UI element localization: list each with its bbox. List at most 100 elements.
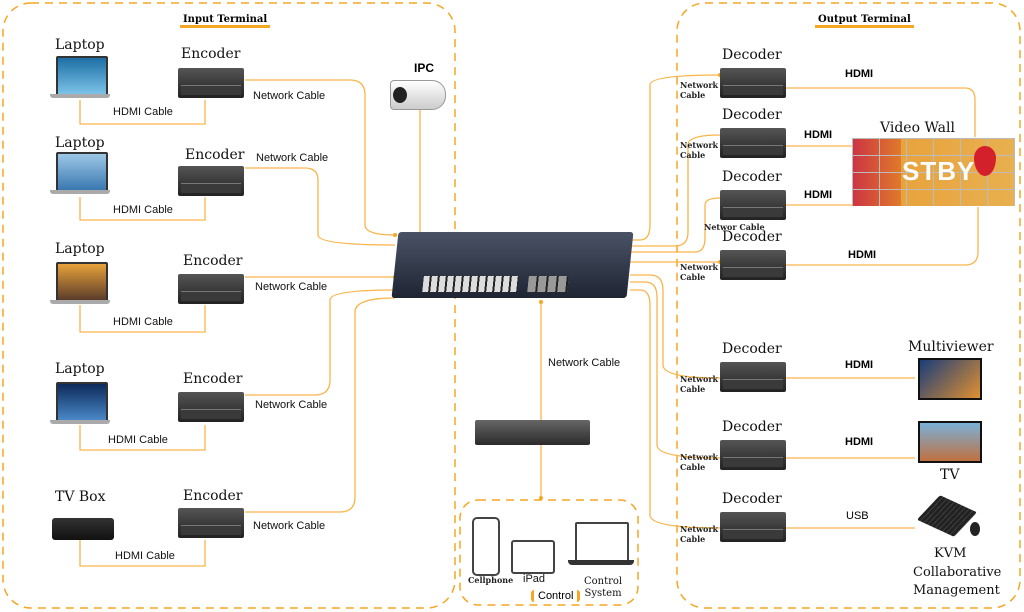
multiviewer-label: Multiviewer [908, 339, 994, 355]
encoder-device [178, 68, 244, 98]
ip-camera-icon [390, 80, 446, 110]
network-text: Networ Cable [704, 222, 765, 232]
network-text: Network [680, 80, 719, 90]
decoder-device [720, 362, 786, 392]
decoder-label: Decoder [722, 107, 782, 123]
decoder-device [720, 512, 786, 542]
cellphone-label: Cellphone [468, 575, 514, 585]
network-cable-label: Network Cable [548, 357, 621, 369]
cable-text: Cable [680, 384, 706, 394]
decoder-link-label: HDMI [845, 436, 874, 448]
encoder-label: Encoder [183, 371, 243, 387]
kvm-label: Collaborative [913, 565, 1002, 580]
mouse-icon [970, 522, 980, 536]
cable-text: Cable [680, 462, 706, 472]
strawberry-image [974, 146, 996, 176]
ipad-icon [511, 540, 555, 574]
tv-box-icon [52, 518, 114, 540]
network-cable-label: Network Cable [255, 399, 328, 411]
decoder-network-label: Networ Cable [704, 222, 765, 232]
network-switch [391, 232, 634, 298]
video-wall-label: Video Wall [880, 120, 955, 136]
control-system-line1: Control [584, 576, 623, 587]
network-text: Network [680, 524, 719, 534]
encoder-device [178, 392, 244, 422]
encoder-device [178, 274, 244, 304]
encoder-device [178, 166, 244, 196]
network-cable-label: Network Cable [255, 281, 328, 293]
source-label: Laptop [55, 135, 105, 151]
network-cable-label: Network Cable [253, 520, 326, 532]
laptop-icon [50, 152, 110, 196]
control-system-line2: System [584, 588, 622, 599]
network-text: Network [680, 374, 719, 384]
decoder-label: Decoder [722, 47, 782, 63]
encoder-label: Encoder [181, 46, 241, 62]
input-terminal-frame [2, 2, 456, 609]
multiviewer-screen [918, 358, 982, 400]
cable-text: Cable [680, 534, 706, 544]
decoder-label: Decoder [722, 491, 782, 507]
network-cable-label: Network Cable [256, 152, 329, 164]
laptop-base [568, 560, 634, 565]
tv-screen [918, 421, 982, 463]
cable-text: Cable [680, 150, 706, 160]
decoder-link-label: HDMI [848, 249, 877, 261]
cable-text: Cable [680, 272, 706, 282]
video-wall: STBY [852, 138, 1015, 206]
decoder-device [720, 250, 786, 280]
decoder-label: Decoder [722, 229, 782, 245]
decoder-device [720, 68, 786, 98]
hdmi-cable-label: HDMI Cable [113, 106, 173, 118]
control-title: Control [531, 590, 581, 602]
decoder-label: Decoder [722, 169, 782, 185]
hdmi-cable-label: HDMI Cable [108, 434, 168, 446]
decoder-link-label: HDMI [804, 189, 833, 201]
cellphone-icon [472, 517, 500, 576]
network-text: Network [680, 452, 719, 462]
input-terminal-title: Input Terminal [180, 14, 271, 28]
source-label: Laptop [55, 241, 105, 257]
source-label: Laptop [55, 361, 105, 377]
encoder-device [178, 508, 244, 538]
video-wall-text: STBY [902, 156, 976, 186]
network-text: Network [680, 140, 719, 150]
laptop-icon [50, 56, 110, 100]
kvm-label: KVM [934, 546, 967, 561]
network-text: Network [680, 262, 719, 272]
decoder-label: Decoder [722, 341, 782, 357]
ipc-label: IPC [414, 61, 435, 75]
encoder-label: Encoder [185, 147, 245, 163]
hdmi-cable-label: HDMI Cable [113, 316, 173, 328]
decoder-device [720, 440, 786, 470]
hdmi-cable-label: HDMI Cable [115, 550, 175, 562]
tv-label: TV [940, 467, 960, 483]
control-laptop-icon [575, 522, 629, 562]
decoder-label: Decoder [722, 419, 782, 435]
network-cable-label: Network Cable [253, 90, 326, 102]
output-terminal-title: Output Terminal [815, 14, 914, 28]
kvm-label: Management [913, 583, 1000, 598]
central-controller [475, 420, 590, 445]
cable-text: Cable [680, 90, 706, 100]
decoder-link-label: HDMI [845, 359, 874, 371]
source-label: Laptop [55, 37, 105, 53]
decoder-link-label: USB [846, 510, 869, 522]
source-label: TV Box [55, 489, 106, 505]
control-frame [459, 499, 639, 606]
decoder-device [720, 190, 786, 220]
decoder-device [720, 128, 786, 158]
decoder-link-label: HDMI [804, 129, 833, 141]
hdmi-cable-label: HDMI Cable [113, 204, 173, 216]
output-terminal-frame [676, 2, 1021, 609]
laptop-icon [50, 382, 110, 426]
encoder-label: Encoder [183, 488, 243, 504]
